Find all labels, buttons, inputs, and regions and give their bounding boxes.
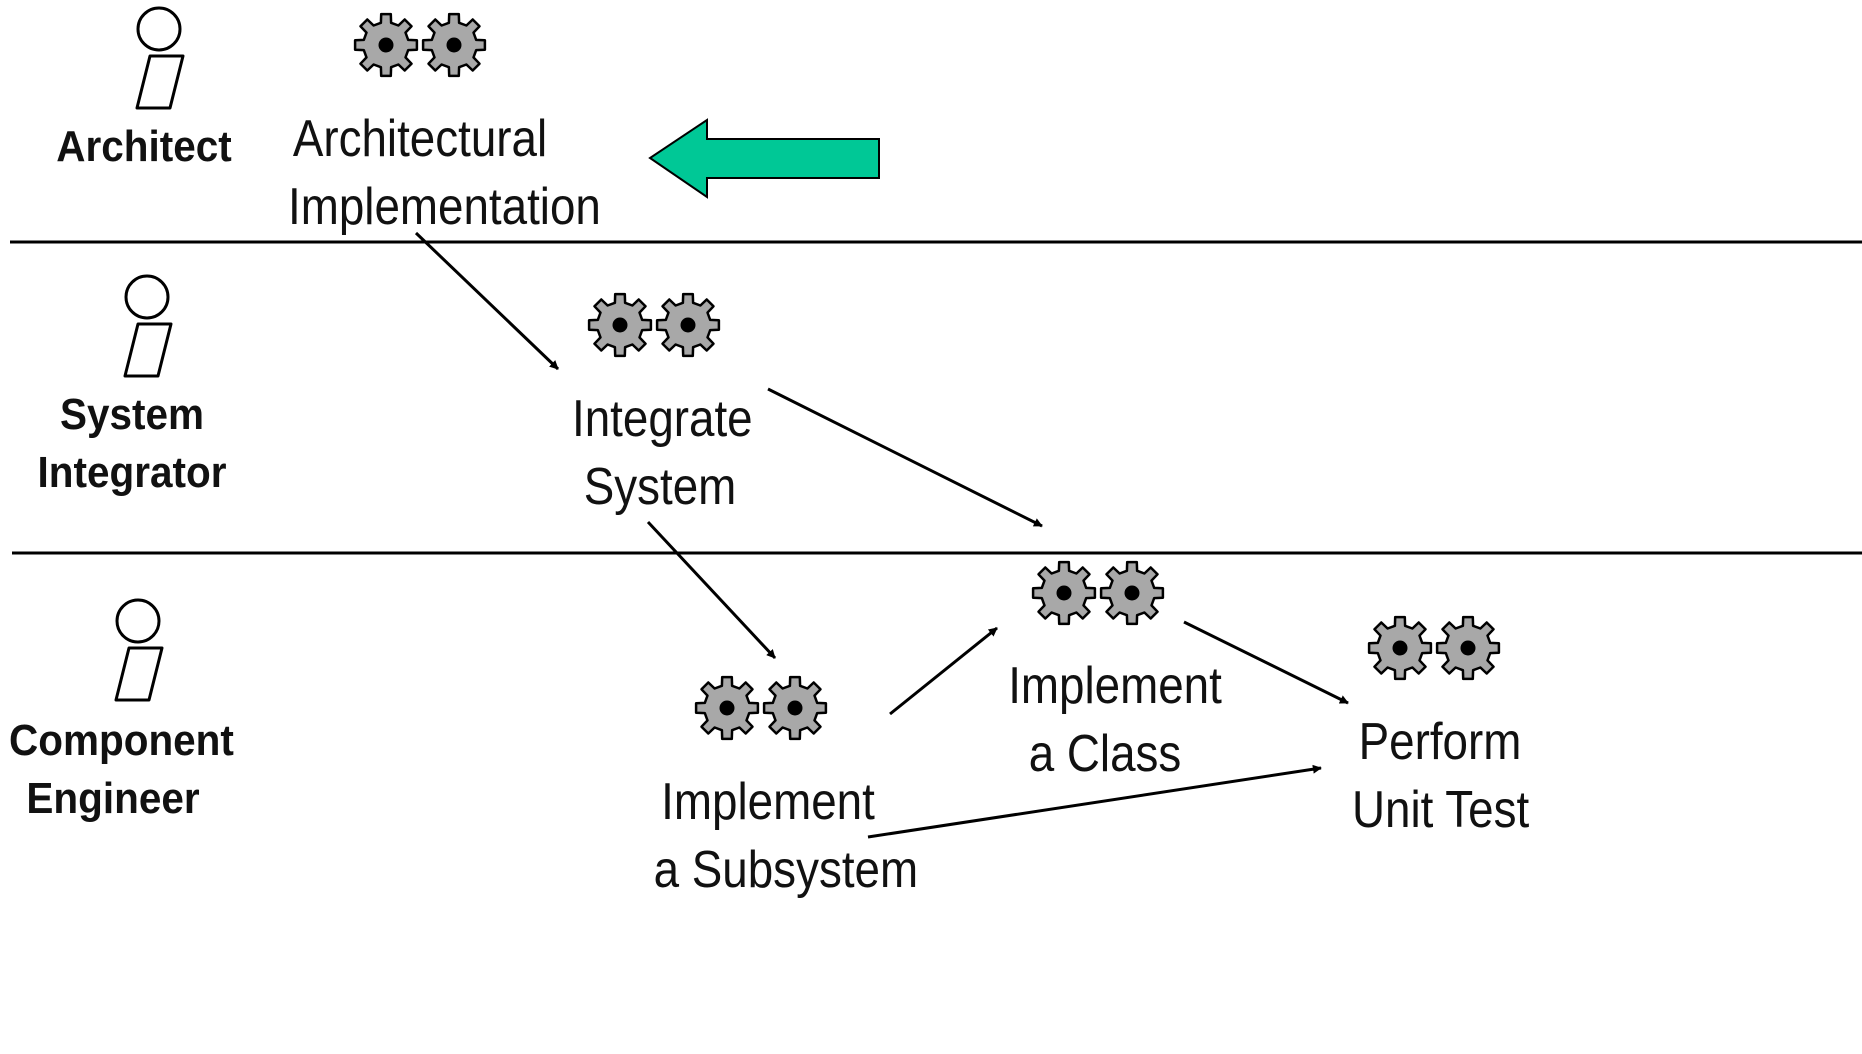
- activity-perform-unit-test-line2: Unit Test: [1352, 781, 1530, 839]
- activity-architectural-implementation-line2: Implementation: [288, 178, 601, 236]
- gears-icon-perform-unit-test: [1369, 617, 1499, 679]
- activity-perform-unit-test-line1: Perform: [1358, 713, 1522, 771]
- role-architect-text: Architect: [56, 122, 232, 171]
- activity-implement-subsystem-line1: Implement: [661, 773, 875, 831]
- role-label-system-integrator: System Integrator: [31, 386, 233, 502]
- gears-icon-integrate-system: [589, 294, 719, 356]
- activity-implement-subsystem-line2: a Subsystem: [653, 841, 919, 899]
- gears-icon-implement-class: [1033, 562, 1163, 624]
- flow-arrow-integrate-to-subsystem: [646, 520, 777, 660]
- role-component-engineer-line2: Engineer: [26, 774, 200, 823]
- flow-arrow-integrate-to-class: [767, 387, 1043, 528]
- flow-arrow-subsystem-to-class: [889, 626, 998, 716]
- role-label-component-engineer: Component Engineer: [9, 712, 234, 828]
- activity-label-architectural-implementation: Architectural Implementation: [288, 105, 601, 241]
- activity-integrate-system-line2: System: [583, 458, 737, 516]
- gears-icon-architectural-implementation: [355, 14, 485, 76]
- flow-arrow-arch-to-integrate: [414, 231, 560, 371]
- activity-implement-class-line1: Implement: [1008, 657, 1222, 715]
- role-component-engineer-line1: Component: [9, 716, 234, 765]
- worker-icon-system-integrator: [123, 274, 173, 378]
- worker-icon-architect: [135, 6, 185, 110]
- activity-architectural-implementation-line1: Architectural: [292, 110, 548, 168]
- worker-icon-component-engineer: [114, 598, 164, 702]
- activity-label-integrate-system: Integrate System: [572, 385, 753, 521]
- activity-label-perform-unit-test: Perform Unit Test: [1352, 708, 1530, 844]
- left-arrow-icon: [648, 118, 880, 199]
- flow-arrow-subsystem-to-test: [867, 764, 1322, 839]
- role-system-integrator-line2: Integrator: [37, 448, 227, 497]
- activity-label-implement-class: Implement a Class: [1008, 652, 1222, 788]
- flow-arrow-class-to-test: [1183, 620, 1349, 705]
- role-label-architect: Architect: [52, 118, 236, 176]
- activity-integrate-system-line1: Integrate: [572, 390, 753, 448]
- gears-icon-implement-subsystem: [696, 677, 826, 739]
- activity-implement-class-line2: a Class: [1028, 725, 1182, 783]
- role-system-integrator-line1: System: [59, 390, 205, 439]
- activity-label-implement-subsystem: Implement a Subsystem: [653, 768, 919, 904]
